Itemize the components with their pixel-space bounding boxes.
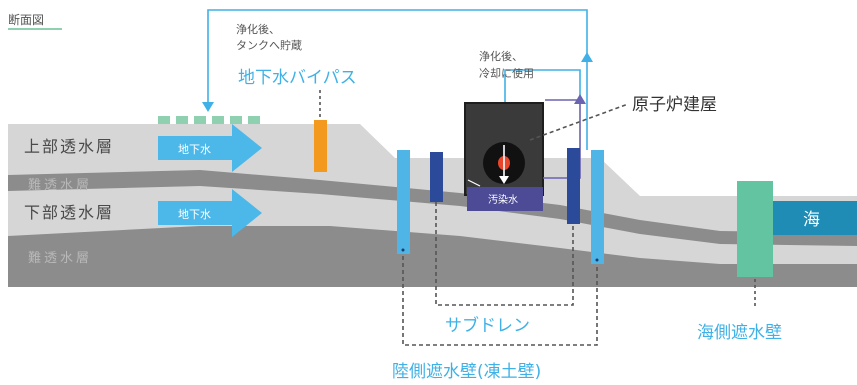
bypass-note-line1: 浄化後、	[236, 22, 280, 36]
reactor-building-leader	[529, 103, 629, 141]
aquitard-band-1	[8, 170, 857, 246]
sea-area	[773, 201, 857, 235]
subdrain-flow-line	[543, 99, 581, 179]
bypass-arrowhead	[202, 102, 214, 112]
landside-wall-pillar-right	[591, 150, 604, 264]
groundwater-arrow-upper: 地下水	[158, 124, 262, 172]
groundwater-upper-label: 地下水	[178, 143, 211, 156]
cooling-note-line2: 冷却に使用	[479, 67, 534, 80]
subdrain-pillar-left	[430, 152, 443, 202]
subdrain-label: サブドレン	[445, 315, 530, 336]
bypass-note-line2: タンクへ貯蔵	[236, 39, 302, 52]
ground-layers	[8, 124, 857, 287]
subdrain-connector	[435, 202, 574, 306]
reactor-building-label: 原子炉建屋	[632, 95, 717, 115]
landside-wall-pillar-left	[397, 150, 410, 254]
subdrain-pillar-right	[567, 148, 580, 224]
injection-arrowhead	[499, 176, 509, 184]
bypass-up-arrowhead	[581, 52, 593, 62]
contaminated-water-box	[467, 187, 543, 211]
aquitard-1-label: 難透水層	[28, 178, 92, 193]
section-label: 断面図	[8, 12, 44, 27]
subdrain-arrowhead	[574, 94, 586, 104]
upper-aquifer-label: 上部透水層	[24, 137, 114, 156]
groundwater-arrow-lower: 地下水	[158, 189, 262, 237]
landside-wall-label: 陸側遮水壁(凍土壁)	[392, 362, 541, 382]
sea-label: 海	[803, 210, 820, 230]
seaside-wall-label: 海側遮水壁	[697, 323, 782, 343]
bypass-wells	[158, 116, 260, 124]
seaside-wall	[737, 181, 773, 277]
leak-arrow	[467, 179, 481, 187]
bypass-title: 地下水バイパス	[238, 68, 357, 88]
contaminated-water-label: 汚染水	[488, 193, 518, 206]
cooling-note-line1: 浄化後、	[479, 49, 523, 63]
bypass-flow-line	[202, 9, 588, 112]
landside-wall-pillar-left-marker	[401, 248, 405, 252]
lower-aquifer-label: 下部透水層	[24, 203, 114, 222]
landside-wall-pillar-right-marker	[595, 258, 599, 262]
bypass-well-pillar	[314, 120, 327, 172]
aquitard-band-2	[8, 226, 857, 287]
groundwater-lower-label: 地下水	[178, 208, 211, 221]
aquitard-2-label: 難透水層	[28, 251, 92, 266]
landside-wall-connector	[402, 256, 598, 346]
